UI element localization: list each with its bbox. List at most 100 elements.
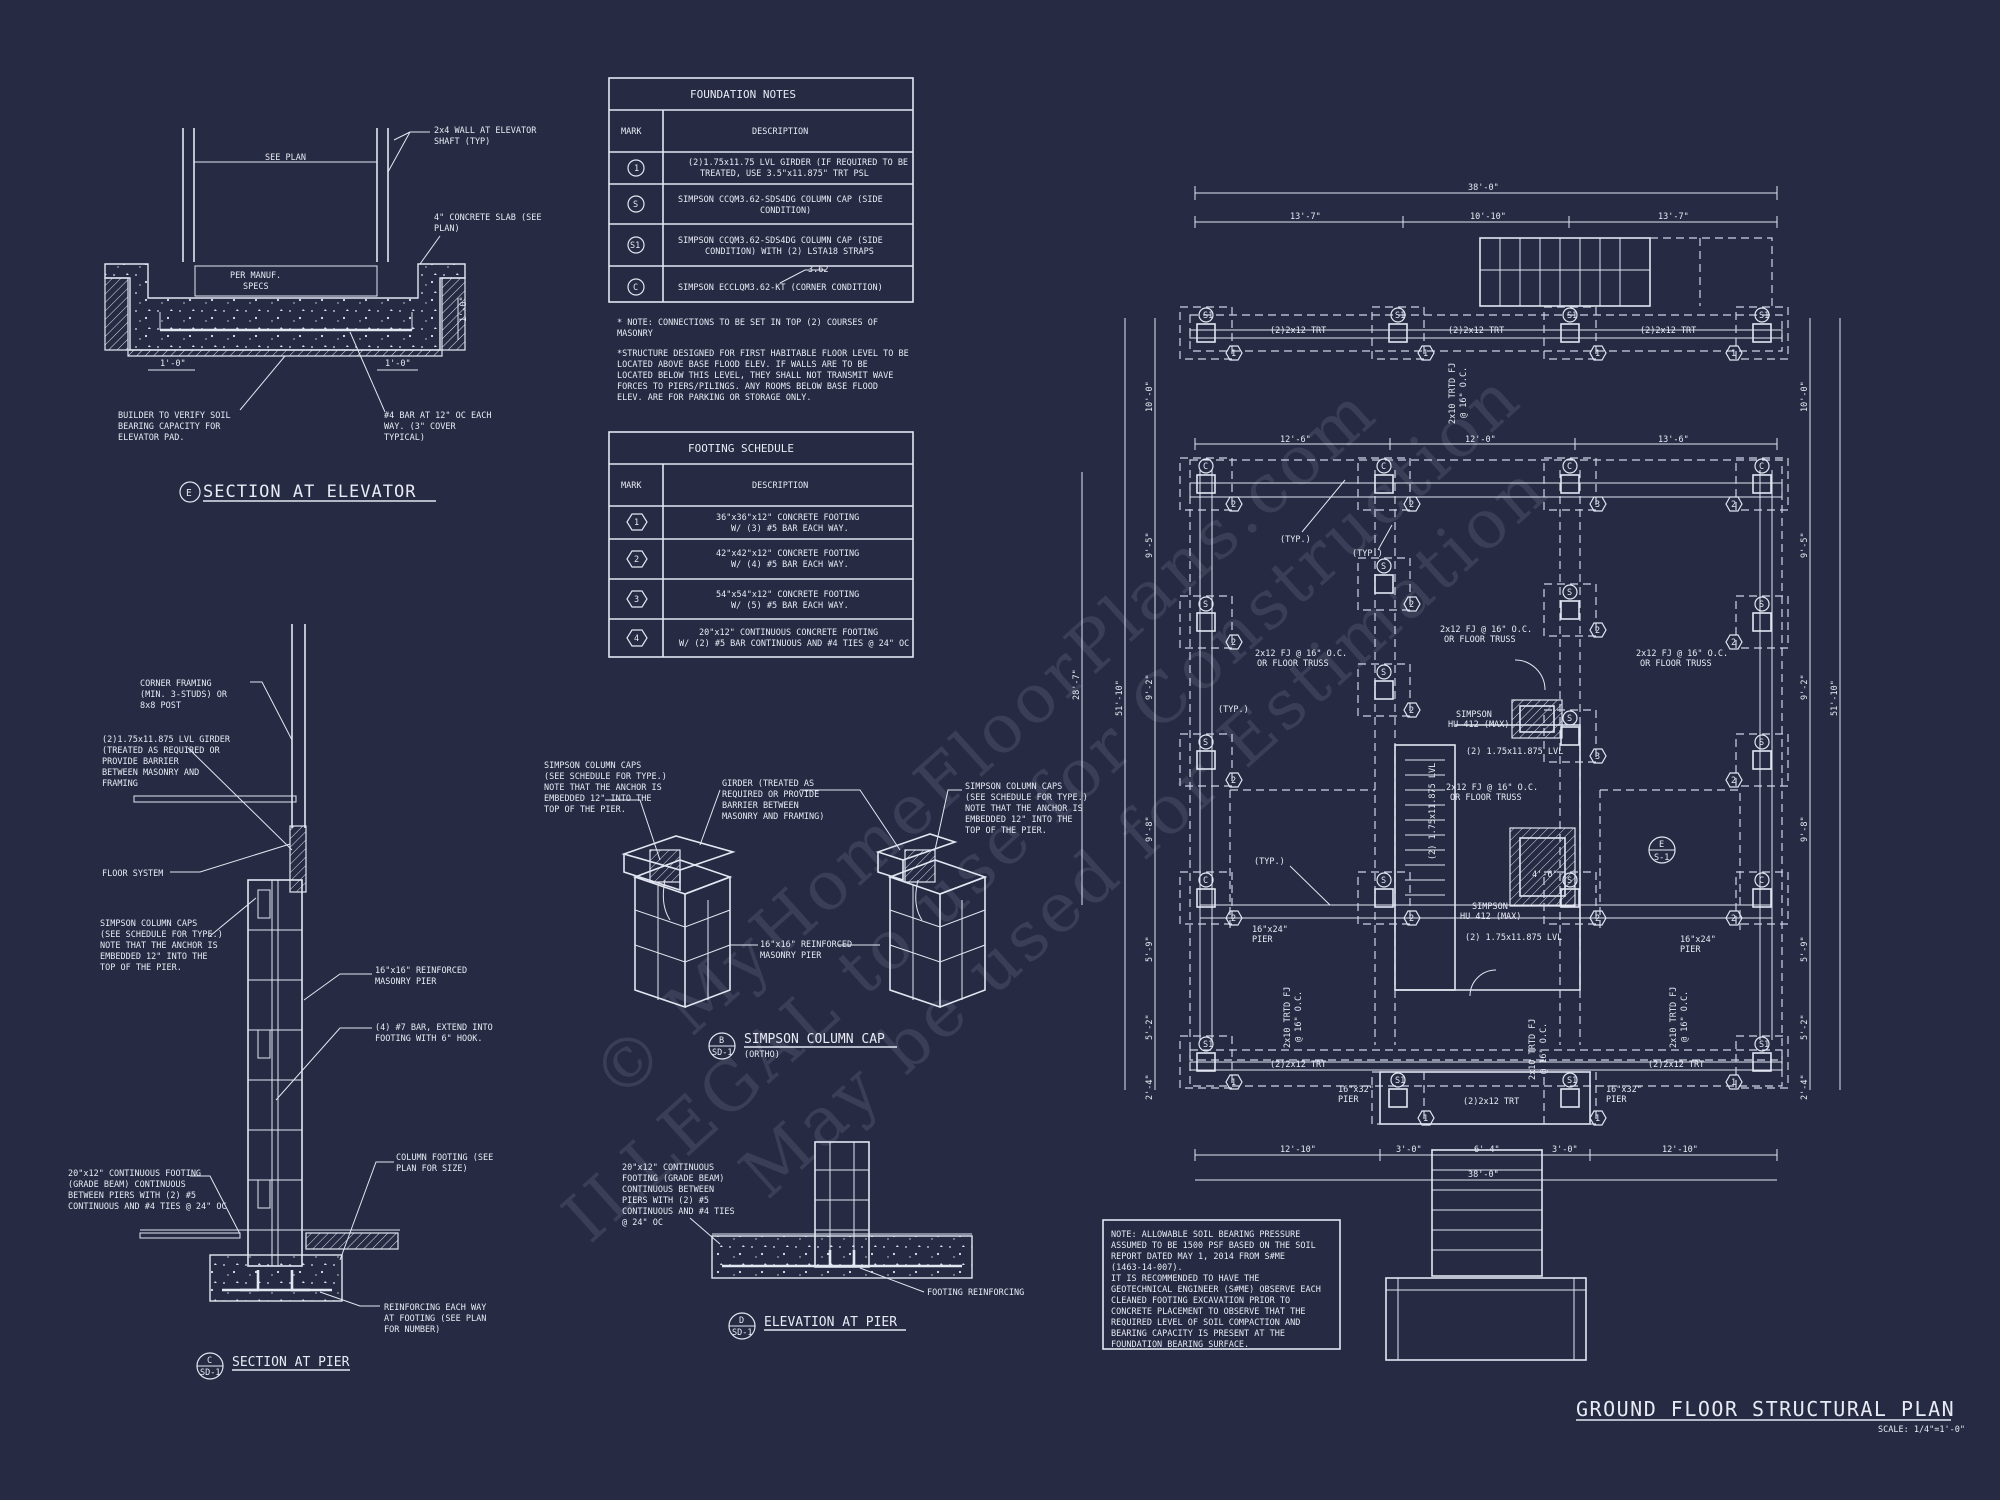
plan-pier: S11 bbox=[1543, 306, 1607, 361]
cap-label-right-3: NOTE THAT THE ANCHOR IS bbox=[965, 804, 1083, 814]
footing-marker-label: 1 bbox=[1231, 349, 1236, 359]
footing-row-1-mark: 1 bbox=[634, 518, 639, 528]
foundation-notes-table: FOUNDATION NOTES MARK DESCRIPTION 1 (2)1… bbox=[608, 77, 914, 403]
dim-top-c: 13'-7" bbox=[1658, 212, 1689, 222]
column-cap-marker-label: S bbox=[1381, 562, 1386, 572]
column-cap-right bbox=[875, 833, 988, 1009]
column-cap-marker-label: S bbox=[1759, 600, 1764, 610]
plan-pier: C2 bbox=[1725, 871, 1789, 926]
pier24-left-2: PIER bbox=[1252, 935, 1273, 945]
joist-mid-1: 2x12 FJ @ 16" O.C. bbox=[1446, 783, 1538, 793]
pier24-right-2: PIER bbox=[1680, 945, 1701, 955]
label-wall-1: 2x4 WALL AT ELEVATOR bbox=[434, 126, 537, 136]
footing-row-2-mark: 2 bbox=[634, 555, 639, 565]
column-cap-marker bbox=[1376, 872, 1392, 888]
label-bar-2: WAY. (3" COVER bbox=[384, 422, 457, 432]
elev-label-cont-1: 20"x12" CONTINUOUS bbox=[622, 1163, 714, 1173]
column-cap-marker-label: S1 bbox=[1395, 311, 1405, 321]
section-at-pier: CORNER FRAMING (MIN. 3-STUDS) OR 8x8 POS… bbox=[68, 624, 493, 1380]
column-cap-marker-label: S1 bbox=[1203, 311, 1213, 321]
column-cap-marker bbox=[1562, 584, 1578, 600]
pier-section-marker: C bbox=[207, 1356, 212, 1366]
pier-label-cont-3: BETWEEN PIERS WITH (2) #5 bbox=[68, 1191, 196, 1201]
column-cap-marker-label: C bbox=[1203, 876, 1208, 886]
label-manuf-1: PER MANUF. bbox=[230, 271, 281, 281]
pier-label-girder-4: BETWEEN MASONRY AND bbox=[102, 768, 199, 778]
soil-note-7: CLEANED FOOTING EXCAVATION PRIOR TO bbox=[1111, 1296, 1290, 1306]
column-cap-marker-label: C bbox=[1381, 462, 1386, 472]
pier-label-corner-1: CORNER FRAMING bbox=[140, 679, 212, 689]
lvl-bot: (2) 1.75x11.875 LVL bbox=[1465, 933, 1562, 943]
column-cap-marker-label: S bbox=[1759, 738, 1764, 748]
simpson-top-1: SIMPSON bbox=[1456, 710, 1492, 720]
plan-pier: S11 bbox=[1543, 1071, 1607, 1126]
footing-marker-label: 2 bbox=[1731, 914, 1736, 924]
trtd-top-2: @ 16" O.C. bbox=[1459, 367, 1469, 418]
plan-pier: S11 bbox=[1179, 1035, 1243, 1090]
footing-row-1-desc-1: 36"x36"x12" CONCRETE FOOTING bbox=[716, 513, 859, 523]
dim-left-inner: 28'-7" bbox=[1072, 669, 1082, 700]
column-cap-marker bbox=[1198, 596, 1214, 612]
plan-pier: S1 1 bbox=[1179, 306, 1243, 361]
pier-label-corner-3: 8x8 POST bbox=[140, 701, 181, 711]
foundation-row-4-mark: C bbox=[633, 283, 638, 293]
dim-bottom-b: 3'-0" bbox=[1396, 1145, 1422, 1155]
typ-2: (TYP.) bbox=[1352, 549, 1383, 559]
column-cap-marker-label: C bbox=[1567, 462, 1572, 472]
footing-marker-label: 1 bbox=[1423, 349, 1428, 359]
cap-label-pier-2: MASONRY PIER bbox=[760, 951, 822, 961]
cap-label-girder-1: GIRDER (TREATED AS bbox=[722, 779, 814, 789]
cap-subtitle: (ORTHO) bbox=[744, 1050, 780, 1060]
pier32-left-2: PIER bbox=[1338, 1095, 1359, 1105]
footing-marker-label: 3 bbox=[1595, 752, 1600, 762]
cap-label-pier-1: 16"x16" REINFORCED bbox=[760, 940, 852, 950]
pier-label-girder-1: (2)1.75x11.875 LVL GIRDER bbox=[102, 735, 231, 745]
dim-row2-b: 12'-0" bbox=[1465, 435, 1496, 445]
column-cap-marker bbox=[1562, 872, 1578, 888]
simpson-top-2: HU 412 (MAX) bbox=[1448, 720, 1509, 730]
footing-marker-label: 2 bbox=[1409, 600, 1414, 610]
column-cap-marker-label: S1 bbox=[1759, 311, 1769, 321]
column-cap-marker bbox=[1562, 458, 1578, 474]
footing-marker bbox=[1403, 910, 1421, 926]
beam-label-5: (2)2x12 TRT bbox=[1463, 1097, 1519, 1107]
foundation-col-desc: DESCRIPTION bbox=[752, 127, 808, 137]
pier-label-footing-2: PLAN FOR SIZE) bbox=[396, 1164, 468, 1174]
cap-label-girder-2: REQUIRED OR PROVIDE bbox=[722, 790, 819, 800]
column-cap-marker bbox=[1390, 307, 1406, 323]
footing-marker bbox=[1417, 1110, 1435, 1126]
footing-row-2-desc-2: W/ (4) #5 BAR EACH WAY. bbox=[731, 560, 849, 570]
pier-label-reinf-3: FOR NUMBER) bbox=[384, 1325, 440, 1335]
plan-pier: S3 bbox=[1543, 709, 1607, 764]
column-cap-marker bbox=[1562, 1072, 1578, 1088]
cap-label-left-4: EMBEDDED 12" INTO THE bbox=[544, 794, 651, 804]
footing-row-1-desc-2: W/ (3) #5 BAR EACH WAY. bbox=[731, 524, 849, 534]
soil-note-10: BEARING CAPACITY IS PRESENT AT THE bbox=[1111, 1329, 1285, 1339]
footing-marker bbox=[1725, 1074, 1743, 1090]
plan-pier: S2 bbox=[1725, 595, 1789, 650]
plan-pier: S11 bbox=[1371, 1071, 1435, 1126]
pier-label-girder-5: FRAMING bbox=[102, 779, 138, 789]
column-cap-marker-label: S1 bbox=[1567, 1076, 1577, 1086]
plan-pier: S2 bbox=[1179, 733, 1243, 788]
dim-top-b: 10'-10" bbox=[1470, 212, 1506, 222]
column-cap-marker-label: S bbox=[1203, 600, 1208, 610]
simpson-bot-2: HU 412 (MAX) bbox=[1460, 912, 1521, 922]
footing-marker-label: 1 bbox=[1731, 349, 1736, 359]
elevation-at-pier: 20"x12" CONTINUOUS FOOTING (GRADE BEAM) … bbox=[622, 1141, 1024, 1340]
column-cap-marker bbox=[1562, 710, 1578, 726]
pier-label-girder-2: (TREATED AS REQUIRED OR bbox=[102, 746, 221, 756]
elev-label-cont-2: FOOTING (GRADE BEAM) bbox=[622, 1174, 724, 1184]
pier-label-pier-1: 16"x16" REINFORCED bbox=[375, 966, 467, 976]
footing-marker-label: 2 bbox=[1231, 638, 1236, 648]
elev-label-reinf: FOOTING REINFORCING bbox=[927, 1288, 1024, 1298]
ground-floor-structural-plan: 38'-0" 13'-7" 10'-10" 13'-7" 12'-6" 12'-… bbox=[1072, 183, 1965, 1435]
pier24-left-1: 16"x24" bbox=[1252, 925, 1288, 935]
dim-elevator-vert: 1'-0" bbox=[459, 296, 469, 322]
column-cap-marker-label: S1 bbox=[1395, 1076, 1405, 1086]
foundation-callout: 3.62 bbox=[808, 265, 828, 275]
dim-left-overall: 51'-10" bbox=[1115, 680, 1125, 716]
pier-label-caps-2: (SEE SCHEDULE FOR TYPE.) bbox=[100, 930, 223, 940]
trtd-bm-2: @ 16" O.C. bbox=[1539, 1023, 1549, 1074]
footing-row-2-desc-1: 42"x42"x12" CONCRETE FOOTING bbox=[716, 549, 859, 559]
